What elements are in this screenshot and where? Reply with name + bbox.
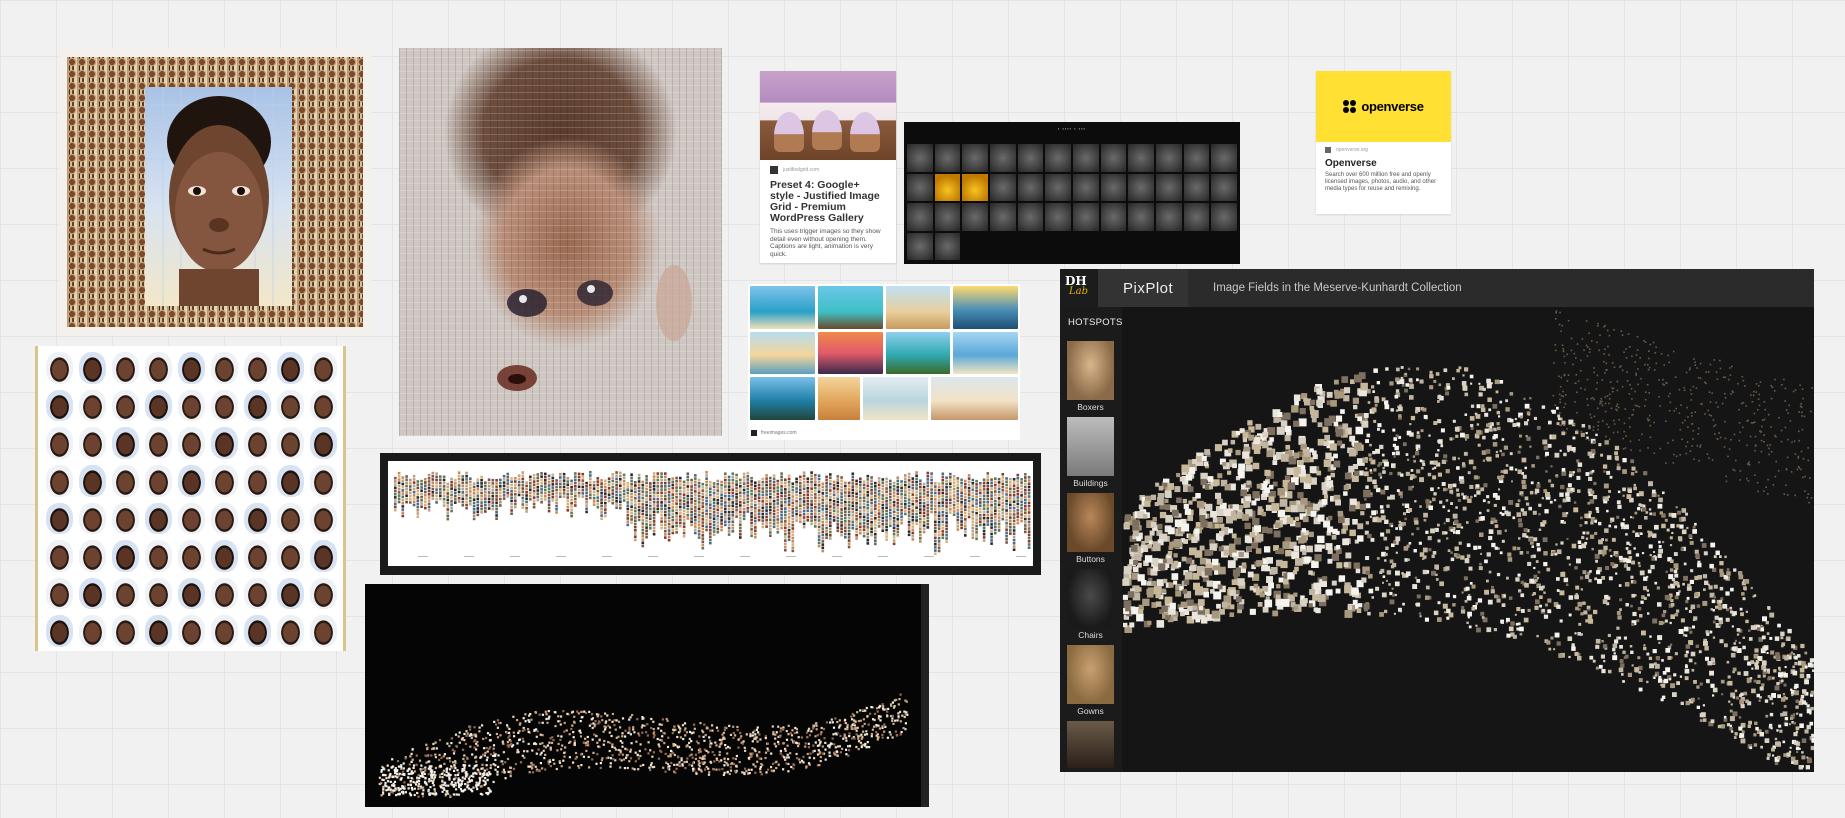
baby-face-image: [497, 265, 692, 391]
beach-collage-card[interactable]: freeimages.com: [748, 284, 1020, 440]
dark-image-grid-card[interactable]: ▪ ▪▪▪▪ ▪ ▪▪▪: [904, 122, 1240, 264]
link-description: Search over 600 million free and openly …: [1325, 172, 1437, 192]
openverse-banner: openverse: [1316, 71, 1451, 142]
dhlab-logo[interactable]: DH Lab: [1060, 269, 1098, 307]
hotspot-buildings[interactable]: Buildings: [1067, 417, 1114, 488]
openverse-link-card[interactable]: openverse openverse.org Openverse Search…: [1316, 71, 1451, 214]
site-favicon-icon: [1325, 147, 1331, 153]
link-title[interactable]: Openverse: [1325, 158, 1377, 169]
site-favicon-icon: [770, 166, 778, 174]
portrait-grid-card[interactable]: [35, 346, 346, 651]
link-description: This uses trigger images so they show de…: [770, 228, 881, 258]
hotspot-more[interactable]: [1067, 721, 1114, 768]
photo-mosaic-baby-card[interactable]: [399, 48, 722, 436]
hotspots-heading: HOTSPOTS: [1068, 317, 1123, 328]
pixplot-image-field[interactable]: [1122, 307, 1814, 772]
image-scatter-card[interactable]: [365, 584, 929, 807]
openverse-logo-icon: [1343, 100, 1357, 113]
site-favicon-icon: [751, 430, 757, 436]
link-source: freeimages.com: [761, 430, 797, 436]
portrait-cells: [46, 352, 337, 647]
link-source: justifiedgrid.com: [783, 167, 820, 173]
hotspot-buttons[interactable]: Buttons: [1067, 493, 1114, 564]
pixplot-app-name: PixPlot: [1098, 269, 1188, 307]
photo-mosaic-child-card[interactable]: [59, 49, 371, 335]
pixplot-header: DH Lab PixPlot Image Fields in the Meser…: [1060, 269, 1814, 307]
hotspot-gowns[interactable]: Gowns: [1067, 645, 1114, 716]
link-title[interactable]: Preset 4: Google+ style - Justified Imag…: [770, 179, 880, 224]
mosaic-grain: [399, 48, 722, 436]
child-portrait-image: [145, 87, 292, 306]
link-source: openverse.org: [1336, 147, 1368, 153]
timeline-canvas: [388, 461, 1033, 566]
openverse-logo-text: openverse: [1361, 99, 1424, 114]
pixplot-card[interactable]: DH Lab PixPlot Image Fields in the Meser…: [1060, 269, 1814, 772]
cupcakes-thumbnail: [760, 71, 896, 160]
hotspots-sidebar: HOTSPOTS Boxers Buildings Buttons Chairs…: [1060, 307, 1122, 772]
beach-collage-cells: [750, 286, 1018, 420]
hotspot-chairs[interactable]: Chairs: [1067, 569, 1114, 640]
pixplot-subtitle: Image Fields in the Meserve-Kunhardt Col…: [1213, 282, 1462, 294]
dark-grid-tiles: [907, 144, 1237, 260]
scatter-plot-canvas: [378, 693, 909, 798]
grid-header-text: ▪ ▪▪▪▪ ▪ ▪▪▪: [1057, 125, 1087, 131]
hotspot-boxers[interactable]: Boxers: [1067, 341, 1114, 412]
justified-grid-link-card[interactable]: justifiedgrid.com Preset 4: Google+ styl…: [760, 71, 896, 263]
image-timeline-card[interactable]: [380, 453, 1041, 575]
